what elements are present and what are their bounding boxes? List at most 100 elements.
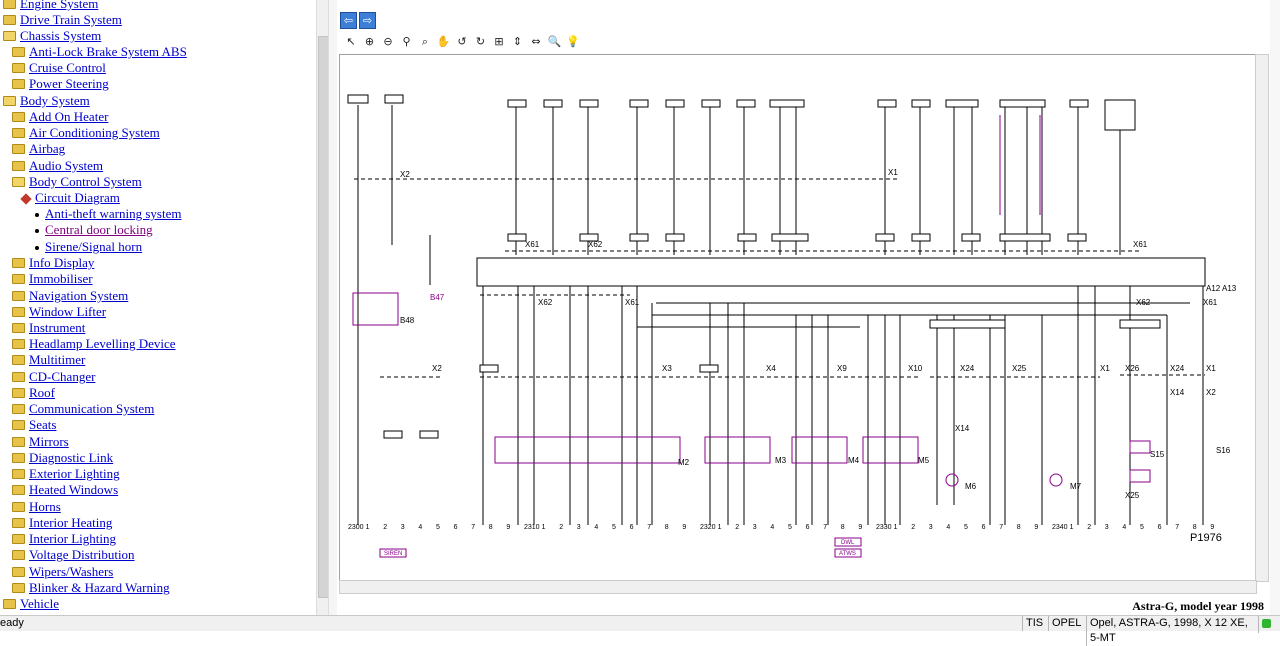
tree-item[interactable]: Seats — [12, 417, 56, 433]
tree-item-link[interactable]: Exterior Lighting — [29, 466, 120, 481]
bullet-icon — [35, 229, 39, 234]
tree-item[interactable]: Central door locking — [35, 222, 153, 238]
tree-item[interactable]: Heated Windows — [12, 482, 118, 498]
help-lightbulb-icon[interactable]: 💡 — [566, 35, 580, 48]
tree-item-link[interactable]: CD-Changer — [29, 369, 96, 384]
zoom-in-icon[interactable]: ⊕ — [364, 35, 375, 48]
tree-item-link[interactable]: Headlamp Levelling Device — [29, 336, 176, 351]
folder-icon — [12, 323, 25, 334]
tree-item[interactable]: Info Display — [12, 255, 94, 271]
tree-item[interactable]: Navigation System — [12, 288, 128, 304]
tree-item-link[interactable]: Chassis System — [20, 28, 102, 43]
tree-item[interactable]: Engine System — [3, 0, 98, 12]
tree-item-link[interactable]: Horns — [29, 499, 61, 514]
tree-item-link[interactable]: Interior Lighting — [29, 531, 117, 546]
tree-item-link[interactable]: Multitimer — [29, 352, 86, 367]
rotate-left-icon[interactable]: ↺ — [457, 35, 467, 48]
tree-item[interactable]: Anti-theft warning system — [35, 206, 181, 222]
tree-item-link[interactable]: Add On Heater — [29, 109, 109, 124]
tree-item[interactable]: Body System — [3, 93, 90, 109]
tree-item[interactable]: Immobiliser — [12, 271, 93, 287]
fit-page-icon[interactable]: ⊞ — [494, 35, 504, 48]
tree-item-link[interactable]: Seats — [29, 417, 57, 432]
tree-item[interactable]: Body Control System — [12, 174, 142, 190]
tree-item[interactable]: Vehicle — [3, 596, 59, 612]
back-arrow-icon[interactable]: ⇦ — [340, 12, 357, 29]
tree-item[interactable]: Sirene/Signal horn — [35, 239, 142, 255]
connector-label: X62 — [538, 298, 553, 307]
tree-item[interactable]: Add On Heater — [12, 109, 108, 125]
window-scrollbar[interactable] — [1270, 0, 1280, 615]
tree-item-link[interactable]: Interior Heating — [29, 515, 113, 530]
tree-item[interactable]: Power Steering — [12, 76, 109, 92]
tree-item-link[interactable]: Diagnostic Link — [29, 450, 114, 465]
tree-item-link[interactable]: Cruise Control — [29, 60, 106, 75]
tree-item[interactable]: Anti-Lock Brake System ABS — [12, 44, 187, 60]
tree-item-link[interactable]: Body System — [20, 93, 90, 108]
tree-item-link[interactable]: Engine System — [20, 0, 99, 11]
tree-item-link[interactable]: Roof — [29, 385, 55, 400]
tree-item[interactable]: Headlamp Levelling Device — [12, 336, 176, 352]
fit-height-icon[interactable]: ⇕ — [512, 35, 523, 48]
text-search-icon[interactable]: 🔍 — [547, 35, 562, 48]
zoom-out-icon[interactable]: ⊖ — [383, 35, 393, 48]
tree-item[interactable]: Air Conditioning System — [12, 125, 160, 141]
tree-item[interactable]: Multitimer — [12, 352, 85, 368]
tree-item[interactable]: Chassis System — [3, 28, 101, 44]
tree-item[interactable]: Circuit Diagram — [20, 190, 120, 206]
tree-item-link[interactable]: Air Conditioning System — [29, 125, 160, 140]
ruler-number: 9 — [682, 524, 686, 531]
tree-item[interactable]: Instrument — [12, 320, 85, 336]
tree-item[interactable]: Airbag — [12, 141, 65, 157]
tree-item[interactable]: Blinker & Hazard Warning — [12, 580, 170, 596]
tree-item-link[interactable]: Audio System — [29, 158, 104, 173]
tree-item[interactable]: Communication System — [12, 401, 154, 417]
tree-item[interactable]: Window Lifter — [12, 304, 106, 320]
rotate-right-icon[interactable]: ↻ — [475, 35, 486, 48]
tree-item-link[interactable]: Wipers/Washers — [29, 564, 114, 579]
tree-item-link[interactable]: Sirene/Signal horn — [45, 239, 143, 254]
tree-item-link[interactable]: Navigation System — [29, 288, 129, 303]
tree-item-link[interactable]: Window Lifter — [29, 304, 107, 319]
tree-item[interactable]: Wipers/Washers — [12, 564, 113, 580]
tree-item-link[interactable]: Anti-theft warning system — [45, 206, 182, 221]
tree-item[interactable]: Voltage Distribution — [12, 547, 135, 563]
zoom-search-icon[interactable]: ⚲ — [402, 35, 411, 48]
pan-hand-icon[interactable]: ✋ — [436, 35, 451, 48]
tree-item-link[interactable]: Info Display — [29, 255, 95, 270]
tree-item-link[interactable]: Power Steering — [29, 76, 109, 91]
tree-item[interactable]: Roof — [12, 385, 55, 401]
tree-item[interactable]: Mirrors — [12, 434, 69, 450]
tree-item[interactable]: Exterior Lighting — [12, 466, 120, 482]
tree-item-link[interactable]: Vehicle — [20, 596, 59, 611]
pointer-tool-icon[interactable]: ↖ — [346, 35, 356, 48]
fit-width-icon[interactable]: ⇔ — [531, 35, 541, 48]
zoom-area-icon[interactable]: ⌕ — [421, 35, 429, 48]
circuit-diagram-canvas[interactable]: X2 X61 X62 X1 X61 X62 X61 X2 X3 X4 X9 X1… — [339, 54, 1256, 582]
tree-item[interactable]: Interior Heating — [12, 515, 112, 531]
forward-arrow-icon[interactable]: ⇨ — [359, 12, 376, 29]
ruler-number: 2 — [911, 524, 915, 531]
tree-item[interactable]: Audio System — [12, 158, 103, 174]
diagram-vertical-scrollbar[interactable] — [1255, 54, 1269, 582]
tree-item-link[interactable]: Instrument — [29, 320, 86, 335]
tree-item-link[interactable]: Drive Train System — [20, 12, 122, 27]
tree-item-link[interactable]: Body Control System — [29, 174, 142, 189]
tree-item[interactable]: Cruise Control — [12, 60, 106, 76]
diagram-horizontal-scrollbar[interactable] — [339, 580, 1257, 594]
tree-item-link[interactable]: Immobiliser — [29, 271, 93, 286]
tree-item[interactable]: CD-Changer — [12, 369, 95, 385]
tree-item-link[interactable]: Circuit Diagram — [35, 190, 120, 205]
tree-item-link[interactable]: Central door locking — [45, 222, 153, 237]
tree-item-link[interactable]: Airbag — [29, 141, 66, 156]
tree-item[interactable]: Horns — [12, 499, 61, 515]
tree-item[interactable]: Drive Train System — [3, 12, 122, 28]
tree-item-link[interactable]: Communication System — [29, 401, 155, 416]
tree-item[interactable]: Diagnostic Link — [12, 450, 113, 466]
tree-item-link[interactable]: Anti-Lock Brake System ABS — [29, 44, 187, 59]
tree-item-link[interactable]: Heated Windows — [29, 482, 119, 497]
tree-item[interactable]: Interior Lighting — [12, 531, 116, 547]
tree-item-link[interactable]: Voltage Distribution — [29, 547, 135, 562]
tree-item-link[interactable]: Blinker & Hazard Warning — [29, 580, 170, 595]
tree-item-link[interactable]: Mirrors — [29, 434, 69, 449]
